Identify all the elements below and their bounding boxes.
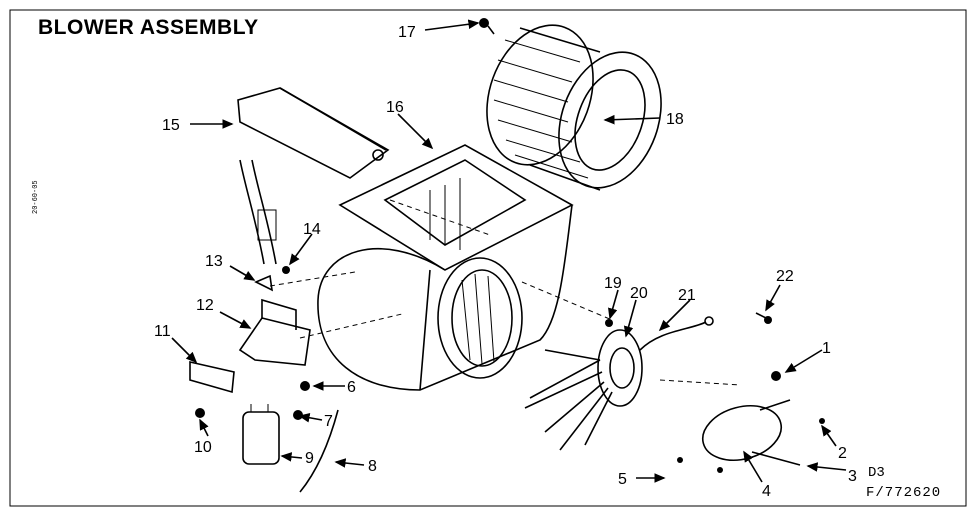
wire-nut-13 [254, 274, 274, 292]
callout-20: 20 [630, 285, 648, 302]
callout-21: 21 [678, 287, 696, 304]
callout-11: 11 [154, 323, 171, 340]
blower-wheel [486, 24, 662, 191]
callout-17: 17 [398, 24, 416, 41]
capacitor [242, 404, 280, 465]
motor-mount [677, 371, 825, 473]
callout-18: 18 [666, 111, 684, 128]
diagram-border [9, 9, 967, 507]
capacitor-strap [299, 409, 339, 493]
callout-19: 19 [604, 275, 622, 292]
callout-13: 13 [205, 253, 223, 270]
callout-15: 15 [162, 117, 180, 134]
callout-7: 7 [324, 413, 333, 430]
nut-7 [293, 410, 303, 420]
callout-6: 6 [347, 379, 356, 396]
callout-22: 22 [776, 268, 794, 285]
figure-number: F/772620 [866, 485, 942, 501]
motor [524, 316, 714, 451]
callout-8: 8 [368, 458, 377, 475]
blower-housing [317, 144, 574, 391]
callout-leaders [171, 19, 847, 483]
screw-10 [195, 408, 205, 418]
callout-2: 2 [838, 445, 847, 462]
cover-plate [189, 360, 235, 394]
drawing-code-d3: D3 [868, 465, 885, 481]
assembly-lines [269, 199, 741, 386]
grommet-6 [300, 381, 310, 391]
capacitor-bracket [238, 298, 311, 366]
screw-22 [755, 312, 772, 324]
callout-14: 14 [303, 221, 321, 238]
callout-5: 5 [618, 471, 627, 488]
diagram-title: BLOWER ASSEMBLY [38, 16, 259, 39]
callout-4: 4 [762, 483, 771, 500]
callout-10: 10 [194, 439, 212, 456]
callout-1: 1 [822, 340, 831, 357]
wire-harness [239, 159, 277, 265]
callout-9: 9 [305, 450, 314, 467]
screw-14 [282, 266, 290, 274]
callout-16: 16 [386, 99, 404, 116]
screw-17 [479, 18, 495, 35]
callout-12: 12 [196, 297, 214, 314]
cutoff-plate [237, 87, 390, 179]
callout-3: 3 [848, 468, 857, 485]
